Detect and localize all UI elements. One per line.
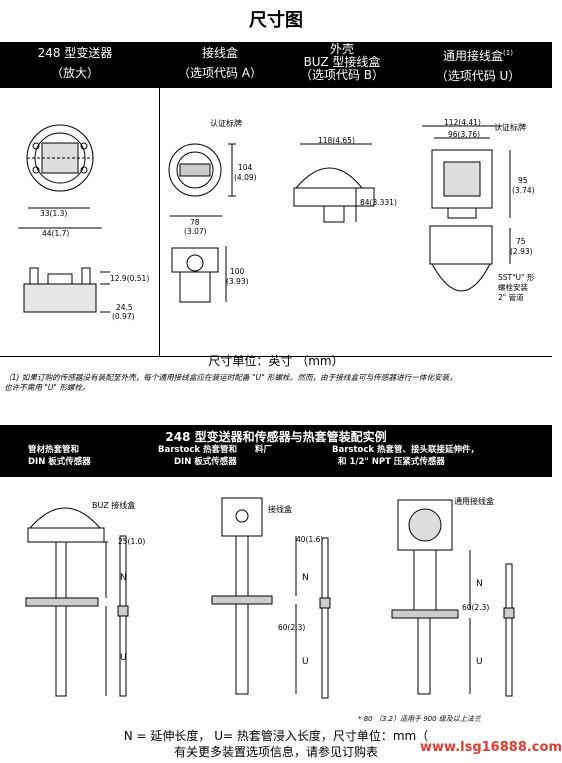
legend-line1: N = 延伸长度， U= 热套管浸入长度，尺寸单位：mm（ <box>123 729 429 743</box>
col2-line1: 接线盒 <box>201 46 238 60</box>
s2col1-line2: DIN 板式传感器 <box>28 457 91 467</box>
dim-44: 44(1.7) <box>42 229 69 238</box>
col4-sup: (1) <box>503 49 513 57</box>
label-u1: U <box>120 653 127 663</box>
section2-footnote: * 80 （3.2）适用于 900 级及以上法兰 <box>358 715 481 723</box>
section2-col1: 管材热套管和 DIN 板式传感器 <box>28 444 91 468</box>
col1-line1: 248 型变送器 <box>37 46 113 60</box>
dim-118: 118(4.65) <box>318 136 355 145</box>
dim-24-5-inch: (0.97) <box>112 312 135 321</box>
label-universal-box: 通用接线盒 <box>454 496 494 506</box>
sst-line2: 螺栓安装 <box>498 282 528 292</box>
dim-95-inch: (3.74) <box>512 186 535 195</box>
universal-box-side-drawing <box>429 225 493 292</box>
transmitter-top-drawing <box>26 124 94 192</box>
dim-75-inch: (2.93) <box>510 247 533 256</box>
section2-svg: BUZ 接线盒 25(1.0) N U 接线盒 40(1.6) N 60(2.3… <box>25 496 515 699</box>
col3-line1: 外壳 <box>329 42 354 56</box>
sst-line3: 2" 管道 <box>498 292 524 302</box>
dim-96: 96(3.76) <box>448 130 480 139</box>
note-line1: （1) 如果订购的传感器没有装配至外壳，每个通用接线盒应在装运时配备 "U" 形… <box>4 373 457 382</box>
col3-line2: BUZ 型接线盒 <box>303 55 381 69</box>
dim-100-inch: (3.93) <box>226 277 249 286</box>
label-40: 40(1.6) <box>296 535 323 544</box>
assembly-buz-drawing <box>25 507 129 697</box>
label-n2: N <box>302 573 309 583</box>
column-divider <box>159 88 160 356</box>
dim-33: 33(1.3) <box>40 209 67 218</box>
section1-svg: 33(1.3) 44(1.7) 12.9(0.51) 24.5 (0.97) 认… <box>18 118 535 321</box>
jbox-a-side-drawing <box>171 247 219 303</box>
dim-104-inch: (4.09) <box>234 173 257 182</box>
header-col-housing-b: 外壳 BUZ 型接线盒 （选项代码 B） <box>282 43 402 82</box>
section2-col2: Barstock 热套管和 料厂 DIN 板式传感器 <box>158 444 272 468</box>
jbox-a-top-drawing <box>168 143 222 197</box>
header-col-transmitter: 248 型变送器 （放大） <box>0 46 150 80</box>
section1-header: 248 型变送器 （放大） 接线盒 （选项代码 A） 外壳 BUZ 型接线盒 （… <box>0 42 552 88</box>
cert-label-a: 认证标牌 <box>210 118 242 128</box>
universal-box-front-drawing <box>431 149 493 219</box>
label-n3: N <box>476 579 483 589</box>
label-25: 25(1.0) <box>118 537 145 546</box>
s2col1-line1: 管材热套管和 <box>28 445 80 455</box>
label-n1: N <box>120 573 127 583</box>
section2-header: 248 型变送器和传感器与热套管装配实例 管材热套管和 DIN 板式传感器 Ba… <box>0 425 552 477</box>
dim-12-9: 12.9(0.51) <box>110 274 149 283</box>
col2-line2: （选项代码 A） <box>177 66 263 80</box>
footnote-1: （1) 如果订购的传感器没有装配至外壳，每个通用接线盒应在装运时配备 "U" 形… <box>4 373 550 393</box>
sst-line1: SST"U" 形 <box>498 273 535 282</box>
transmitter-side-drawing <box>23 267 97 313</box>
legend-line2: 有关更多装置选项信息，请参见订购表 <box>173 745 378 759</box>
note-line2: 也许不需用 "U" 形螺栓。 <box>4 383 90 392</box>
label-u2: U <box>302 657 309 667</box>
buz-housing-drawing <box>293 167 375 223</box>
label-jbox: 接线盒 <box>268 504 292 514</box>
col4-line1: 通用接线盒 <box>443 49 504 63</box>
dim-100: 100 <box>230 267 245 276</box>
dim-104: 104 <box>238 163 253 172</box>
label-60a: 60(2.3) <box>278 623 305 632</box>
header-col-universal-u: 通用接线盒(1) （选项代码 U） <box>404 46 552 83</box>
dim-24-5: 24.5 <box>116 303 133 312</box>
cert-label-u: 认证标牌 <box>494 122 526 132</box>
section1-drawings <box>0 88 552 357</box>
dim-75: 75 <box>516 237 526 246</box>
dim-78-inch: (3.07) <box>184 227 207 236</box>
col4-line2: （选项代码 U） <box>435 69 521 83</box>
section2-title: 248 型变送器和传感器与热套管装配实例 <box>165 430 387 444</box>
assembly-jbox-drawing <box>211 497 331 699</box>
s2col3-line1: Barstock 热套管、接头联接延伸件， <box>332 445 480 455</box>
col3-line3: （选项代码 B） <box>299 68 385 82</box>
assembly-universal-drawing <box>391 499 515 697</box>
s2col2-line1: Barstock 热套管和 <box>158 445 238 455</box>
s2col2-line2: DIN 板式传感器 <box>174 457 237 467</box>
dim-95: 95 <box>518 176 528 185</box>
label-buz-box: BUZ 接线盒 <box>92 500 135 510</box>
s2col2-line1b: 料厂 <box>255 445 273 455</box>
watermark-link[interactable]: www.lsg16888.com <box>420 740 562 755</box>
dim-78: 78 <box>190 218 200 227</box>
section2-col3: Barstock 热套管、接头联接延伸件， 和 1/2" NPT 压紧式传感器 <box>332 444 479 468</box>
s2col3-line2: 和 1/2" NPT 压紧式传感器 <box>338 457 445 467</box>
label-u3: U <box>476 657 483 667</box>
page-title: 尺寸图 <box>249 10 303 31</box>
col1-line2: （放大） <box>50 66 99 80</box>
dim-112: 112(4.41) <box>444 118 481 127</box>
unit-text: 尺寸单位：英寸 （mm） <box>208 354 344 368</box>
header-col-jbox-a: 接线盒 （选项代码 A） <box>160 46 280 80</box>
label-60b: 60(2.3) <box>462 603 489 612</box>
dim-84: 84(3.331) <box>360 198 397 207</box>
